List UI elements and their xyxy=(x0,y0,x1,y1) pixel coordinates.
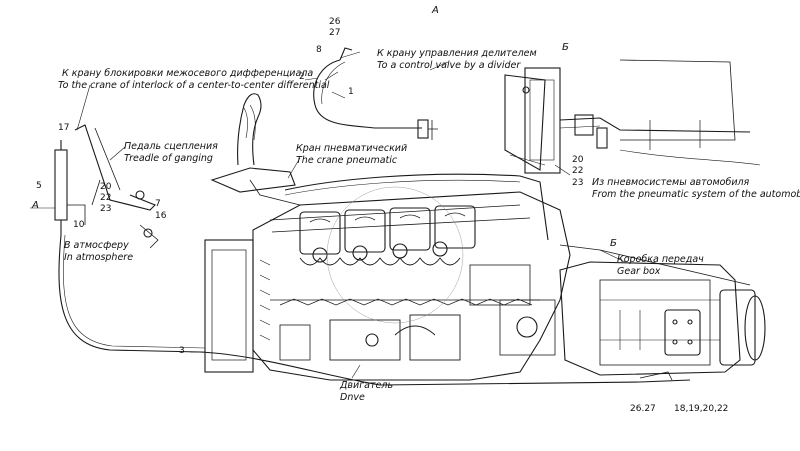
callout-number-22-left: 22 xyxy=(100,193,112,203)
callout-number-8: 8 xyxy=(316,45,322,55)
view-a-label: А xyxy=(432,5,439,16)
callout-number-20-left: 20 xyxy=(100,182,112,192)
callout-number-22-right: 22 xyxy=(572,166,584,176)
divider-label-ru: К крану управления делителем xyxy=(377,48,537,59)
view-b-label: Б xyxy=(562,42,569,53)
callout-number-27: 27 xyxy=(329,28,341,38)
pedal-label-en: Treadle of ganging xyxy=(124,153,213,164)
atmosphere-label-en: In atmosphere xyxy=(64,252,134,263)
pneumatic-system-label-ru: Из пневмосистемы автомобиля xyxy=(592,177,750,188)
engine-block xyxy=(204,191,571,381)
pedal-label-ru: Педаль сцепления xyxy=(124,141,218,152)
callout-number-5: 5 xyxy=(36,181,42,191)
callout-number-10: 10 xyxy=(73,220,85,230)
divider-label-en: To a control valve by a divider xyxy=(377,60,521,71)
callout-number-7: 7 xyxy=(155,199,161,209)
crane-label-ru: Кран пневматический xyxy=(296,143,408,154)
callout-number-3: 3 xyxy=(179,346,185,356)
view-b-inset xyxy=(504,59,761,174)
view-b-marker: Б xyxy=(610,238,617,249)
callout-number-16: 16 xyxy=(155,211,167,221)
bottom-callout-26-27: 26.27 xyxy=(630,404,656,414)
pneumatic-system-label-en: From the pneumatic system of the automob… xyxy=(592,189,800,200)
callout-number-20-right: 20 xyxy=(572,155,584,165)
crane-label-en: The crane pneumatic xyxy=(296,155,398,166)
gear-box xyxy=(559,261,766,376)
bottom-callout-18-22: 18,19,20,22 xyxy=(674,404,729,414)
interlock-label-ru: К крану блокировки межосевого дифференци… xyxy=(62,68,314,79)
gearbox-label-ru: Коробка передач xyxy=(617,254,704,265)
callout-number-2: 2 xyxy=(299,72,305,82)
callout-number-26: 26 xyxy=(329,17,341,27)
clutch-pedal xyxy=(54,124,159,249)
engine-label-ru: Двигатель xyxy=(340,380,394,391)
leader-lines xyxy=(30,51,626,379)
gearbox-label-en: Gear box xyxy=(617,266,661,277)
atmosphere-label-ru: В атмосферу xyxy=(64,240,129,251)
callout-number-23-right: 23 xyxy=(572,178,584,188)
gear-lever xyxy=(210,93,296,193)
engine-label-en: Dnve xyxy=(340,392,365,403)
callout-number-17: 17 xyxy=(58,123,70,133)
callout-number-1: 1 xyxy=(348,87,354,97)
interlock-label-en: To the crane of interlock of a center-to… xyxy=(58,80,330,91)
view-a-marker: А xyxy=(32,200,39,211)
callout-number-23-left: 23 xyxy=(100,204,112,214)
